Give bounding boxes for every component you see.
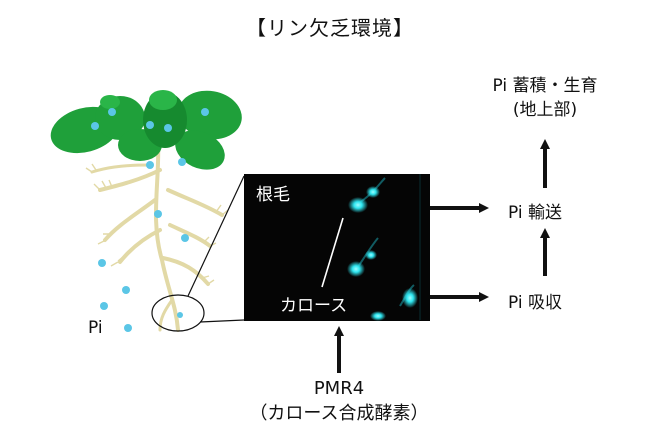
pi-transport-label: Pi 輸送 — [508, 203, 563, 223]
root-hair-micrograph — [244, 174, 430, 321]
pi-storage-label: Pi 蓄積・生育 (地上部) — [470, 74, 620, 122]
zoom-connector-lines — [187, 175, 245, 323]
zoom-circle — [151, 294, 205, 332]
plant-root-hairs — [85, 163, 229, 285]
pi-uptake-label: Pi 吸収 — [508, 293, 563, 313]
pi-soil-label: Pi — [88, 318, 103, 338]
plant-leaves — [50, 90, 242, 170]
root-hair-label: 根毛 — [256, 185, 290, 205]
phosphate-dots-plant — [91, 108, 209, 242]
plant-roots — [90, 138, 224, 332]
flow-arrows — [334, 139, 550, 373]
callose-label: カロース — [280, 296, 348, 316]
enzyme-name: PMR4 — [313, 378, 365, 399]
enzyme-label: PMR4 （カロース合成酵素） — [229, 376, 449, 426]
plant-illustration — [50, 90, 242, 332]
diagram-title: 【リン欠乏環境】 — [246, 16, 414, 40]
pi-storage-line2: (地上部) — [512, 100, 578, 120]
enzyme-description: （カロース合成酵素） — [249, 403, 429, 424]
pi-storage-line1: Pi 蓄積・生育 — [492, 76, 598, 96]
phosphate-dots-soil — [98, 259, 132, 332]
